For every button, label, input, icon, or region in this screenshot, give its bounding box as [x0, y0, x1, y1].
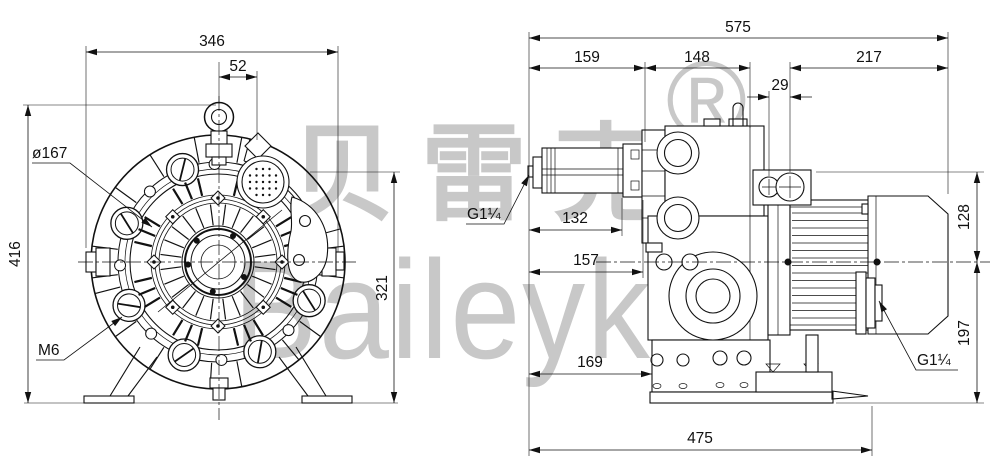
side-view-body — [527, 102, 871, 404]
dim-front-axis-height: 321 — [374, 275, 391, 301]
dim-side-motor-section: 217 — [856, 49, 882, 66]
dim-side-pump-section: 148 — [684, 49, 710, 66]
lifting-pin — [732, 102, 744, 126]
pump-housing — [641, 102, 869, 404]
side-view-foreground — [758, 172, 949, 335]
cable-glands — [758, 172, 805, 202]
dim-side-axis-to-base: 197 — [956, 320, 973, 346]
label-flange-diameter: ø167 — [32, 145, 67, 162]
generated-details — [248, 167, 868, 319]
dim-side-housing-length: 169 — [577, 354, 603, 371]
dimension-labels: 346 52 ø167 416 M6 321 575 159 148 217 2… — [7, 19, 973, 447]
dim-side-silencer-section: 159 — [574, 49, 600, 66]
dim-front-overall-width: 346 — [199, 33, 225, 50]
dimension-lines — [23, 32, 990, 456]
outlet-port-flange — [855, 271, 883, 335]
dim-side-base-length: 475 — [687, 430, 713, 447]
centerline-mark — [873, 258, 881, 266]
motor — [752, 169, 871, 373]
dim-side-top-to-axis: 128 — [956, 204, 973, 230]
impeller-cover — [668, 251, 758, 341]
dim-front-eyebolt-offset: 52 — [229, 58, 246, 75]
cover-plate — [236, 132, 341, 283]
motor-support — [805, 334, 819, 373]
inlet-elbow-upper — [656, 131, 700, 175]
dim-side-overall-length: 575 — [725, 19, 751, 36]
dim-side-gland-offset: 29 — [771, 77, 788, 94]
label-mount-thread: M6 — [38, 342, 60, 359]
inlet-silencer — [527, 143, 643, 198]
dim-front-overall-height: 416 — [7, 241, 24, 267]
dim-side-silencer-length: 132 — [562, 210, 588, 227]
inlet-elbow-lower — [656, 196, 700, 240]
dim-side-inlet-axis-length: 157 — [573, 252, 599, 269]
label-outlet-port-thread: G1¼ — [917, 352, 952, 369]
label-inlet-port-thread: G1¼ — [467, 206, 502, 223]
